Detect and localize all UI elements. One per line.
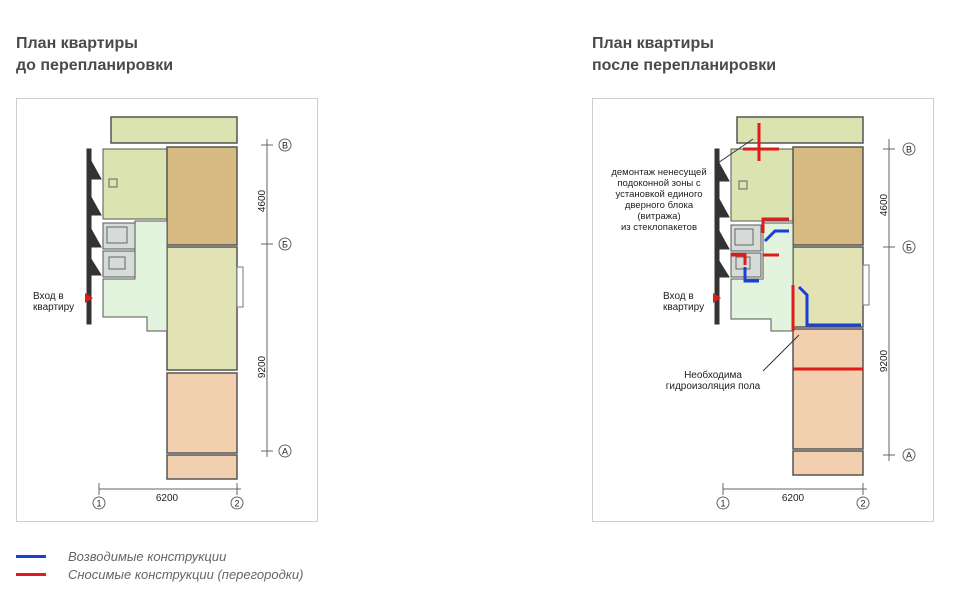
after-axis-a: А bbox=[906, 451, 912, 461]
after-title: План квартиры после перепланировки bbox=[592, 33, 776, 77]
before-axis-b-marker bbox=[278, 237, 292, 251]
before-room-living bbox=[166, 246, 238, 371]
before-axis-1: 1 bbox=[96, 499, 101, 509]
before-axis-v: В bbox=[282, 141, 288, 151]
before-room-balcony-bottom bbox=[166, 454, 238, 480]
after-room-balcony-bottom bbox=[792, 450, 864, 476]
after-horizontal-dimensions bbox=[722, 483, 867, 495]
legend-built-label: Возводимые конструкции bbox=[68, 549, 227, 564]
before-toilet-icon bbox=[108, 256, 126, 270]
after-floor-plan: демонтаж ненесущей подоконной зоны с уст… bbox=[611, 116, 916, 510]
after-room-living bbox=[792, 246, 864, 328]
before-axis-1-marker bbox=[92, 496, 106, 510]
before-plan-frame: Вход в квартиру 4600 9200 В Б А 6200 1 2 bbox=[16, 98, 318, 522]
after-entrance-arrow-icon bbox=[713, 293, 721, 303]
svg-text:из стеклопакетов: из стеклопакетов bbox=[621, 222, 697, 233]
after-note-leaders bbox=[714, 138, 800, 372]
before-stair-marks bbox=[86, 148, 102, 325]
after-axis-2: 2 bbox=[860, 499, 865, 509]
after-room-balcony-top bbox=[736, 116, 864, 144]
svg-text:(витража): (витража) bbox=[637, 211, 680, 222]
after-window-right bbox=[862, 264, 870, 306]
legend-removed-label: Сносимые конструкции (перегородки) bbox=[68, 567, 304, 582]
before-axis-a: А bbox=[282, 447, 288, 457]
after-axis-1-marker bbox=[716, 496, 730, 510]
before-bathtub-icon bbox=[106, 226, 128, 244]
after-note-demolition: демонтаж ненесущей подоконной зоны с уст… bbox=[611, 167, 706, 233]
before-axis-2: 2 bbox=[234, 499, 239, 509]
before-axis-v-marker bbox=[278, 138, 292, 152]
after-removed-structures bbox=[731, 123, 863, 371]
before-title-line1: План квартиры bbox=[16, 35, 138, 52]
before-vertical-dimensions bbox=[261, 139, 273, 457]
after-room-bedroom bbox=[792, 146, 864, 246]
before-axis-2-marker bbox=[230, 496, 244, 510]
after-note-waterproofing-line2: гидроизоляция пола bbox=[666, 381, 761, 392]
after-entrance-line2: квартиру bbox=[663, 302, 704, 313]
before-entrance-line1: Вход в bbox=[33, 291, 64, 302]
before-title: План квартиры до перепланировки bbox=[16, 33, 173, 77]
before-axis-b: Б bbox=[282, 240, 288, 250]
after-title-line2: после перепланировки bbox=[592, 57, 777, 74]
before-floor-plan: Вход в квартиру 4600 9200 В Б А 6200 1 2 bbox=[33, 116, 292, 510]
legend-built: Возводимые конструкции bbox=[16, 549, 226, 564]
after-axis-1: 1 bbox=[720, 499, 725, 509]
after-axis-v: В bbox=[906, 145, 912, 155]
legend-removed-swatch bbox=[16, 573, 46, 576]
after-stove-icon bbox=[738, 180, 748, 190]
after-stair-marks bbox=[714, 148, 730, 325]
after-axis-b-marker bbox=[902, 240, 916, 254]
before-room-bottom bbox=[166, 372, 238, 454]
after-bathtub-icon bbox=[734, 228, 754, 246]
before-room-bedroom bbox=[166, 146, 238, 246]
before-dim-4600: 4600 bbox=[257, 189, 268, 212]
before-dim-9200: 9200 bbox=[257, 355, 268, 378]
before-room-toilet bbox=[102, 250, 136, 278]
after-dim-4600: 4600 bbox=[879, 193, 890, 216]
after-room-peach bbox=[792, 328, 864, 450]
after-toilet-icon bbox=[735, 256, 751, 270]
after-room-kitchen bbox=[730, 148, 794, 222]
after-axis-b: Б bbox=[906, 243, 912, 253]
legend-removed: Сносимые конструкции (перегородки) bbox=[16, 567, 303, 582]
before-dim-6200: 6200 bbox=[156, 493, 179, 504]
after-vertical-dimensions bbox=[883, 139, 895, 461]
after-built-structures bbox=[743, 229, 861, 327]
legend-built-swatch bbox=[16, 555, 46, 558]
before-entrance-arrow-icon bbox=[85, 293, 93, 303]
before-title-line2: до перепланировки bbox=[16, 57, 174, 74]
after-axis-v-marker bbox=[902, 142, 916, 156]
svg-text:подоконной зоны с: подоконной зоны с bbox=[617, 178, 701, 189]
after-dim-9200: 9200 bbox=[879, 349, 890, 372]
before-axis-a-marker bbox=[278, 444, 292, 458]
after-title-line1: План квартиры bbox=[592, 35, 714, 52]
before-entrance-line2: квартиру bbox=[33, 302, 74, 313]
before-horizontal-dimensions bbox=[98, 483, 241, 495]
before-room-kitchen bbox=[102, 148, 170, 220]
after-dim-6200: 6200 bbox=[782, 493, 805, 504]
before-room-balcony-top bbox=[110, 116, 238, 144]
before-stove-icon bbox=[108, 178, 118, 188]
after-entrance-line1: Вход в bbox=[663, 291, 694, 302]
svg-text:дверного блока: дверного блока bbox=[625, 200, 694, 211]
after-plan-frame: демонтаж ненесущей подоконной зоны с уст… bbox=[592, 98, 934, 522]
after-axis-a-marker bbox=[902, 448, 916, 462]
after-note-waterproofing-line1: Необходима bbox=[684, 369, 742, 381]
before-window-right bbox=[236, 266, 244, 308]
svg-text:установкой единого: установкой единого bbox=[616, 189, 703, 200]
after-axis-2-marker bbox=[856, 496, 870, 510]
svg-text:демонтаж ненесущей: демонтаж ненесущей bbox=[611, 167, 706, 178]
